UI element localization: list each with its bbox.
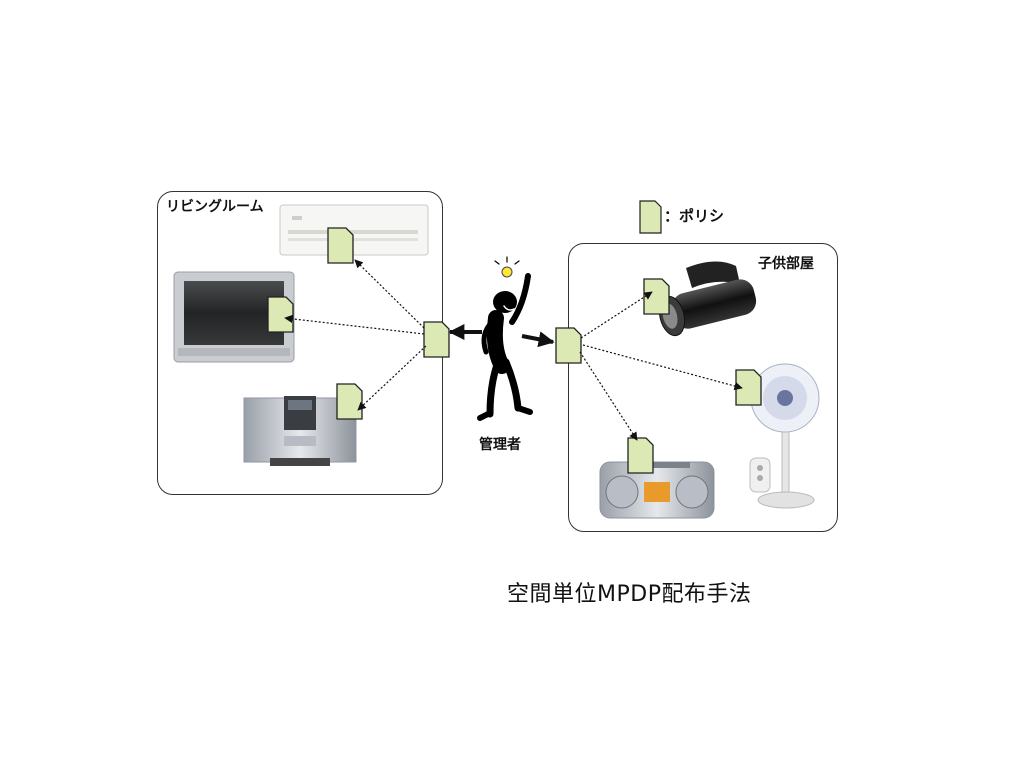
manager-label: 管理者 — [479, 437, 521, 453]
living-room-label: リビングルーム — [166, 199, 264, 215]
policy-document-hub-living — [423, 321, 450, 358]
policy-document-flashlight — [643, 278, 670, 315]
policy-document-hub-kids — [555, 327, 582, 364]
arrow-hub-to-flashlight — [580, 291, 653, 339]
legend-policy-icon — [639, 200, 662, 234]
arrow-hub-to-stereo — [357, 345, 427, 411]
air-conditioner-image — [279, 204, 429, 256]
policy-document-fan — [735, 369, 762, 406]
figure-caption: 空間単位MPDP配布手法 — [507, 582, 752, 607]
arrow-manager-to-kids-hub — [521, 331, 555, 348]
radio-boombox-image — [599, 461, 715, 519]
arrow-hub-to-fan — [582, 344, 743, 391]
television-image — [173, 271, 295, 363]
policy-document-television — [267, 296, 294, 333]
policy-document-stereo — [336, 383, 363, 420]
policy-document-air-conditioner — [327, 227, 354, 264]
kids-room-label: 子供部屋 — [758, 256, 814, 272]
arrow-hub-to-television — [284, 314, 425, 335]
flashlight-image — [658, 261, 757, 337]
arrow-hub-to-air-conditioner — [354, 259, 425, 329]
policy-document-radio — [627, 437, 654, 474]
arrow-hub-to-radio — [579, 351, 638, 441]
manager-figure — [477, 256, 533, 421]
legend-policy-label: ：ポリシ — [664, 207, 725, 225]
mini-stereo-image — [243, 396, 357, 466]
